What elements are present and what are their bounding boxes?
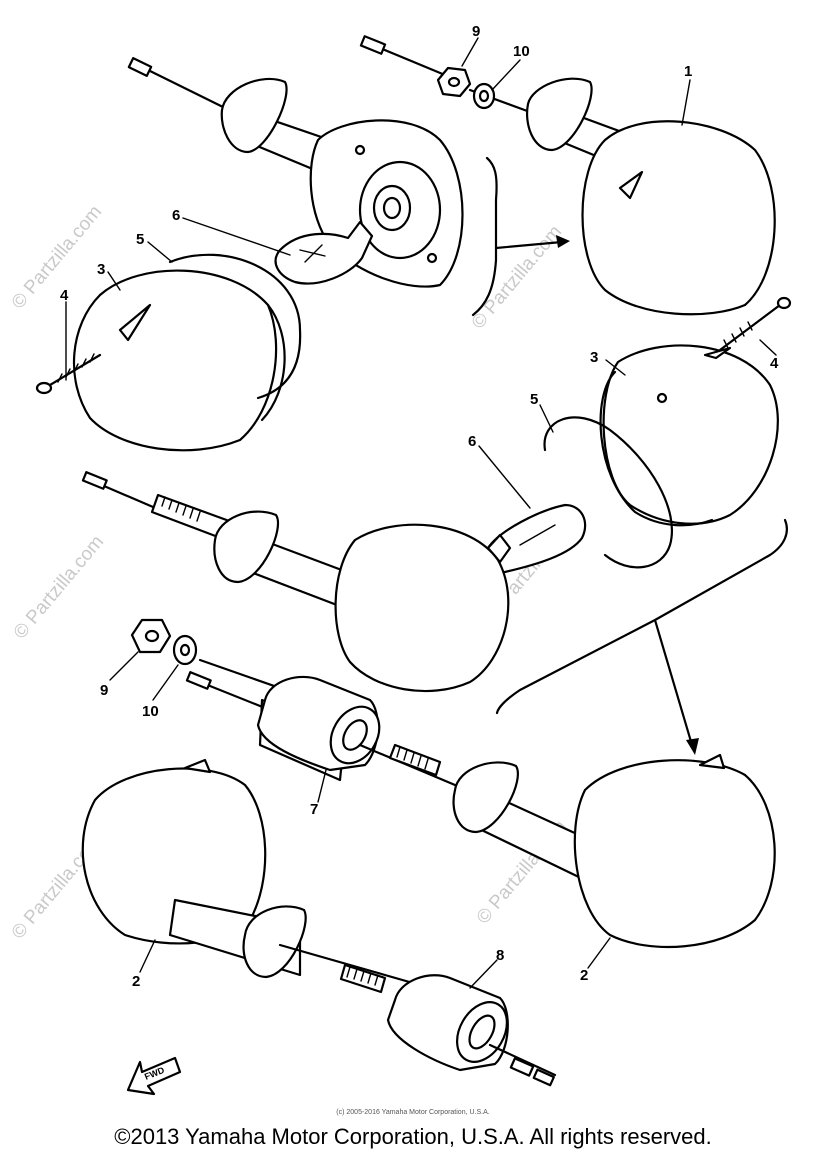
washer-10-mid [172,634,198,666]
nut-9-top [436,66,472,98]
callout-1: 1 [684,63,692,80]
lens-3-right [599,344,779,527]
bulb-6-right [484,503,587,574]
nut-9-mid [130,618,172,654]
callout-10: 10 [513,43,530,60]
callout-6: 6 [468,433,476,450]
callout-7: 7 [310,801,318,818]
gasket-5-right [543,416,673,569]
small-credit: (c) 2005-2016 Yamaha Motor Corporation, … [336,1109,489,1116]
callout-5: 5 [136,231,144,248]
callout-2: 2 [580,967,588,984]
bracket [471,156,498,317]
callout-5: 5 [530,391,538,408]
watermark: © Partzilla.com [10,532,108,644]
arrow-line [653,618,694,747]
callout-9: 9 [472,23,480,40]
callout-2: 2 [132,973,140,990]
callout-3: 3 [97,261,105,278]
callout-numbers: 1 9 10 6 5 3 4 3 4 5 6 9 10 7 8 2 2 [60,23,779,990]
callout-10: 10 [142,703,159,720]
lower-right-signal-assembly [185,658,776,949]
callout-9: 9 [100,682,108,699]
screw-4-left [35,353,102,395]
callout-6: 6 [172,207,180,224]
watermark: © Partzilla.com [8,202,106,314]
watermark: © Partzilla.com [468,222,566,334]
washer-10-top [472,82,496,110]
callout-leaders [65,37,777,989]
callout-4: 4 [60,287,69,304]
bulb-6-left [274,220,374,285]
screw-4-right [718,296,792,352]
lens-3-left [72,269,286,452]
lower-left-signal-assembly [81,758,557,1087]
copyright-notice: ©2013 Yamaha Motor Corporation, U.S.A. A… [114,1124,712,1149]
callout-3: 3 [590,349,598,366]
gasket-5-left [168,253,302,400]
fwd-arrow: FWD [126,1056,182,1096]
middle-signal-assembly [81,471,510,693]
callout-4: 4 [770,355,779,372]
arrow-line [494,240,564,250]
callout-8: 8 [496,947,504,964]
part-1-signal-body [359,35,776,316]
